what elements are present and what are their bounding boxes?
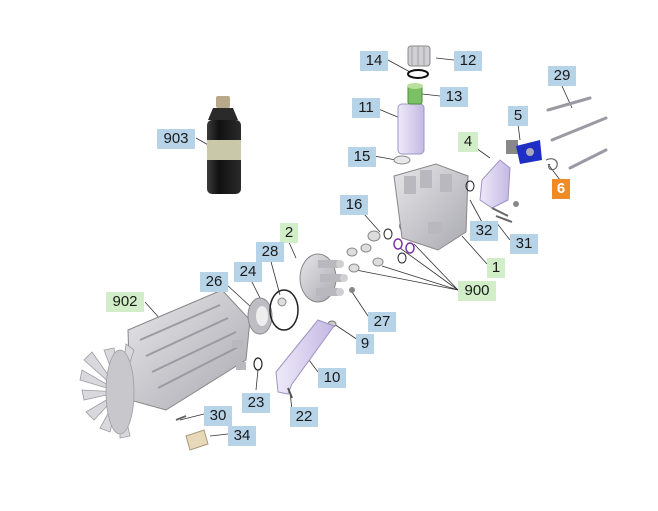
callout-14: 14 <box>360 51 388 71</box>
callout-16: 16 <box>340 195 368 215</box>
callout-1: 1 <box>487 258 505 278</box>
holder-10 <box>275 319 335 395</box>
oring-15 <box>393 155 411 165</box>
cylinder-11 <box>397 103 425 155</box>
callout-903: 903 <box>157 129 195 149</box>
callout-2: 2 <box>280 223 298 243</box>
callout-4: 4 <box>458 132 478 152</box>
callout-9: 9 <box>356 334 374 354</box>
screw-32 <box>491 207 509 217</box>
callout-5: 5 <box>508 106 528 126</box>
callout-31: 31 <box>510 234 538 254</box>
motor-housing <box>127 289 251 411</box>
oil-bottle <box>207 96 241 194</box>
oring-small <box>465 180 475 192</box>
callout-23: 23 <box>242 393 270 413</box>
screw-30 <box>175 415 187 421</box>
callout-902: 902 <box>106 292 144 312</box>
fan <box>79 343 135 439</box>
oring-14 <box>407 69 429 79</box>
screw-22 <box>287 387 293 399</box>
callout-22: 22 <box>290 407 318 427</box>
callout-13: 13 <box>440 87 468 107</box>
nut-12 <box>407 45 431 67</box>
swashplate-26 <box>247 297 273 335</box>
callout-15: 15 <box>348 147 376 167</box>
bolts-29 <box>546 96 608 170</box>
valve-13 <box>407 83 423 105</box>
screw-31 <box>495 215 513 223</box>
screw-31-head <box>513 201 519 207</box>
callout-30: 30 <box>204 406 232 426</box>
callout-900: 900 <box>458 281 496 301</box>
callout-32: 32 <box>470 221 498 241</box>
callout-34: 34 <box>228 426 256 446</box>
switch-5 <box>506 140 542 164</box>
piston-carrier-2 <box>299 253 348 303</box>
oring-23 <box>253 357 263 371</box>
callout-12: 12 <box>454 51 482 71</box>
clip-6 <box>545 158 558 171</box>
callout-28: 28 <box>256 242 284 262</box>
pump-head-1 <box>393 163 469 251</box>
callout-26: 26 <box>200 272 228 292</box>
callout-29: 29 <box>548 66 576 86</box>
callout-27: 27 <box>368 312 396 332</box>
callout-10: 10 <box>318 368 346 388</box>
washer-28 <box>277 297 287 307</box>
callout-11: 11 <box>352 98 380 118</box>
cap-34 <box>185 429 209 451</box>
housing-4 <box>479 159 511 209</box>
callout-24: 24 <box>234 262 262 282</box>
callout-6: 6 <box>552 179 570 199</box>
part-27 <box>349 287 355 293</box>
oring-24 <box>269 289 299 331</box>
